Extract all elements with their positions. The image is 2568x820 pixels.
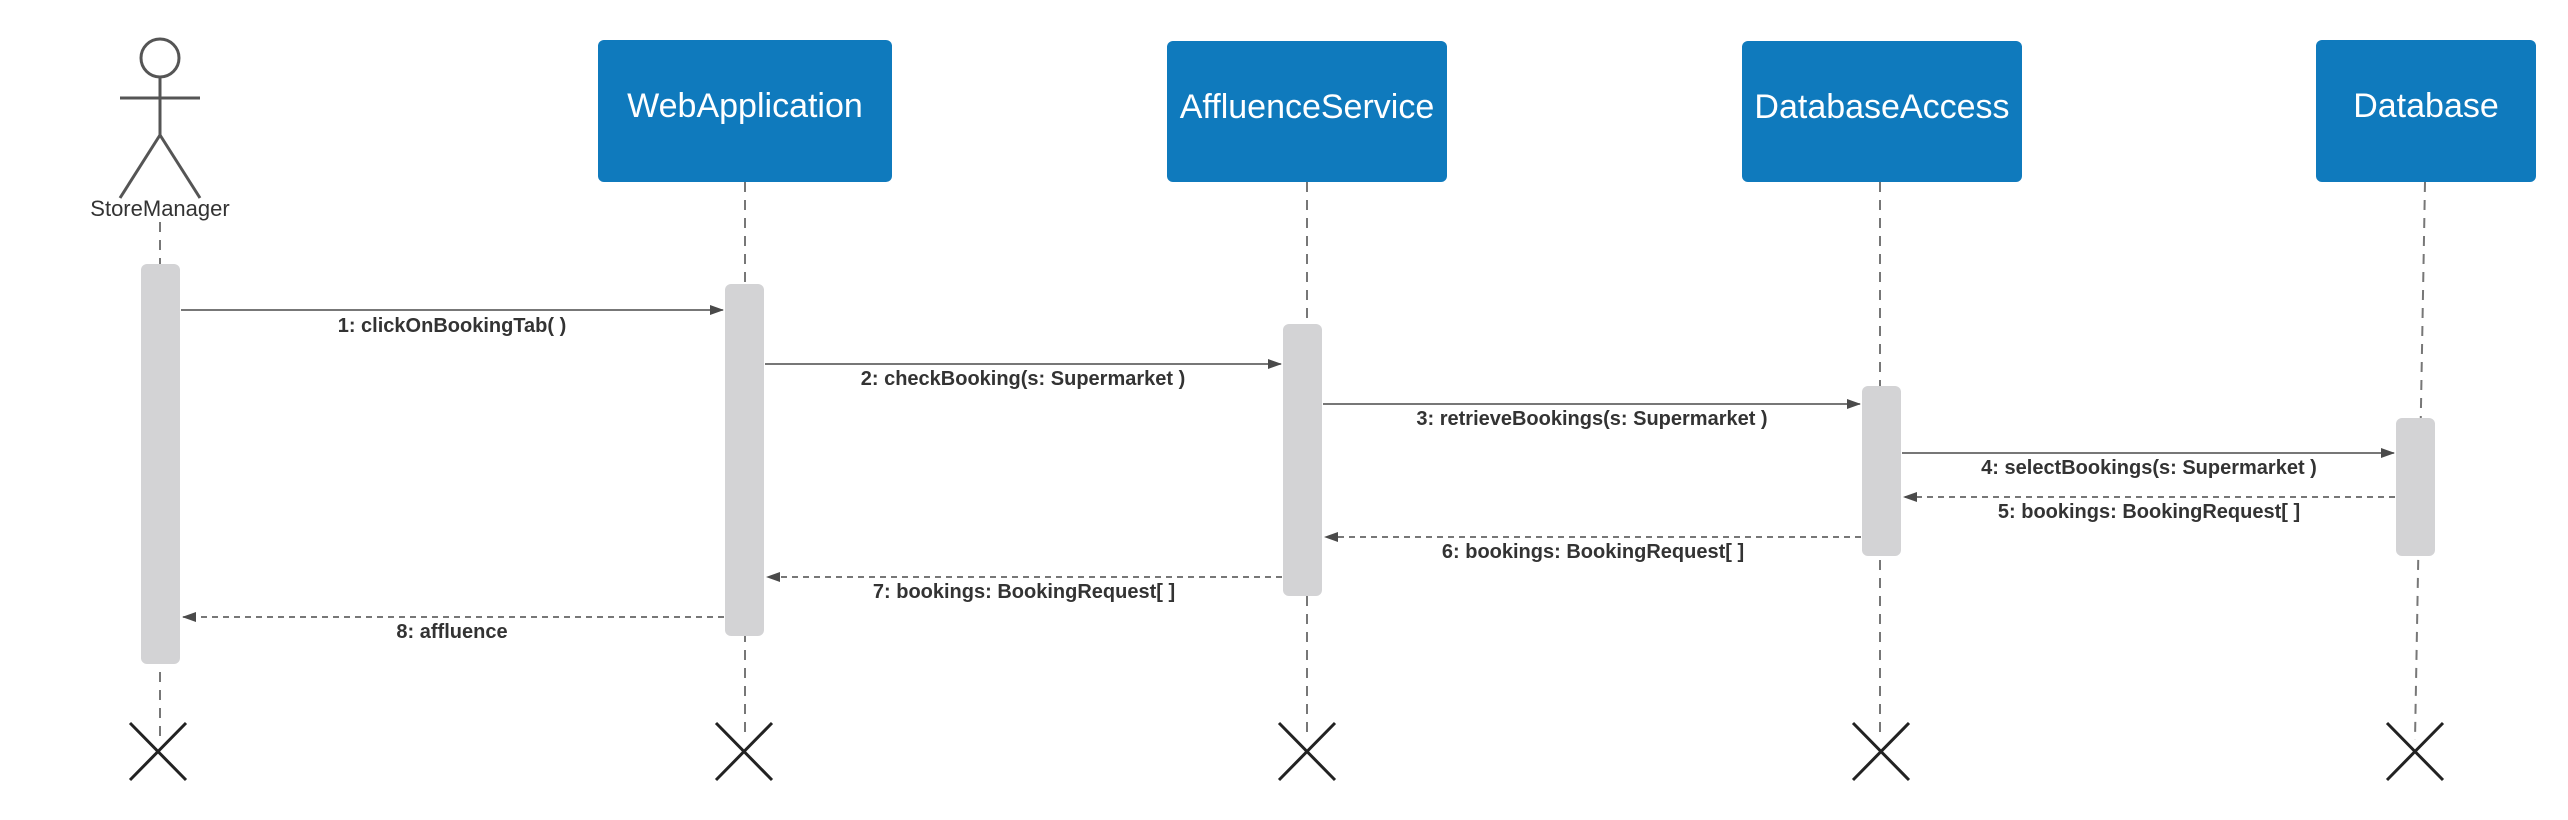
actor-head-icon [139,37,181,79]
message-label: 3: retrieveBookings(s: Supermarket ) [1416,408,1767,430]
participant-label: Database [2353,87,2499,125]
message-label: 7: bookings: BookingRequest[ ] [873,581,1175,603]
actor-right-leg-icon [158,134,202,199]
destroy-x-icon [714,721,774,782]
actor-left-leg-icon [118,134,162,199]
participant-database[interactable]: Database [2316,40,2536,182]
participant-affluenceservice[interactable]: AffluenceService [1167,41,1447,182]
participant-webapplication[interactable]: WebApplication [598,40,892,182]
destroy-x-icon [1277,721,1337,782]
participant-label: WebApplication [627,87,863,125]
activation-bar-storemanager [141,264,180,664]
activation-bar-databaseaccess [1862,386,1901,556]
message-label: 2: checkBooking(s: Supermarket ) [861,368,1186,390]
participant-box [1167,41,1447,182]
message-5[interactable]: 5: bookings: BookingRequest[ ] [1903,492,2395,523]
destroy-x-icon [128,721,188,782]
activation-bars [141,264,2435,664]
message-4[interactable]: 4: selectBookings(s: Supermarket ) [1902,448,2395,479]
messages: 1: clickOnBookingTab( ) 2: checkBooking(… [181,305,2395,643]
participant-label: AffluenceService [1180,88,1435,126]
participant-databaseaccess[interactable]: DatabaseAccess [1742,41,2022,182]
message-3[interactable]: 3: retrieveBookings(s: Supermarket ) [1323,399,1861,430]
message-1[interactable]: 1: clickOnBookingTab( ) [181,305,724,337]
destroy-x-icon [1851,721,1911,782]
activation-bar-database [2396,418,2435,556]
message-label: 5: bookings: BookingRequest[ ] [1998,501,2300,523]
message-label: 4: selectBookings(s: Supermarket ) [1981,457,2317,479]
participant-label: DatabaseAccess [1754,88,2009,126]
message-label: 1: clickOnBookingTab( ) [338,315,567,337]
actor-label: StoreManager [90,196,229,221]
destroy-markers [128,721,2445,782]
message-8[interactable]: 8: affluence [182,612,724,643]
activation-bar-affluenceservice [1283,324,1322,596]
message-label: 6: bookings: BookingRequest[ ] [1442,541,1744,563]
actor-storemanager[interactable]: StoreManager [90,37,230,221]
message-2[interactable]: 2: checkBooking(s: Supermarket ) [765,359,1282,390]
message-6[interactable]: 6: bookings: BookingRequest[ ] [1324,532,1861,563]
participant-box [2316,40,2536,182]
destroy-x-icon [2385,721,2445,782]
message-7[interactable]: 7: bookings: BookingRequest[ ] [766,572,1282,603]
activation-bar-webapplication [725,284,764,636]
participant-box [598,40,892,182]
participant-box [1742,41,2022,182]
message-label: 8: affluence [396,621,507,643]
